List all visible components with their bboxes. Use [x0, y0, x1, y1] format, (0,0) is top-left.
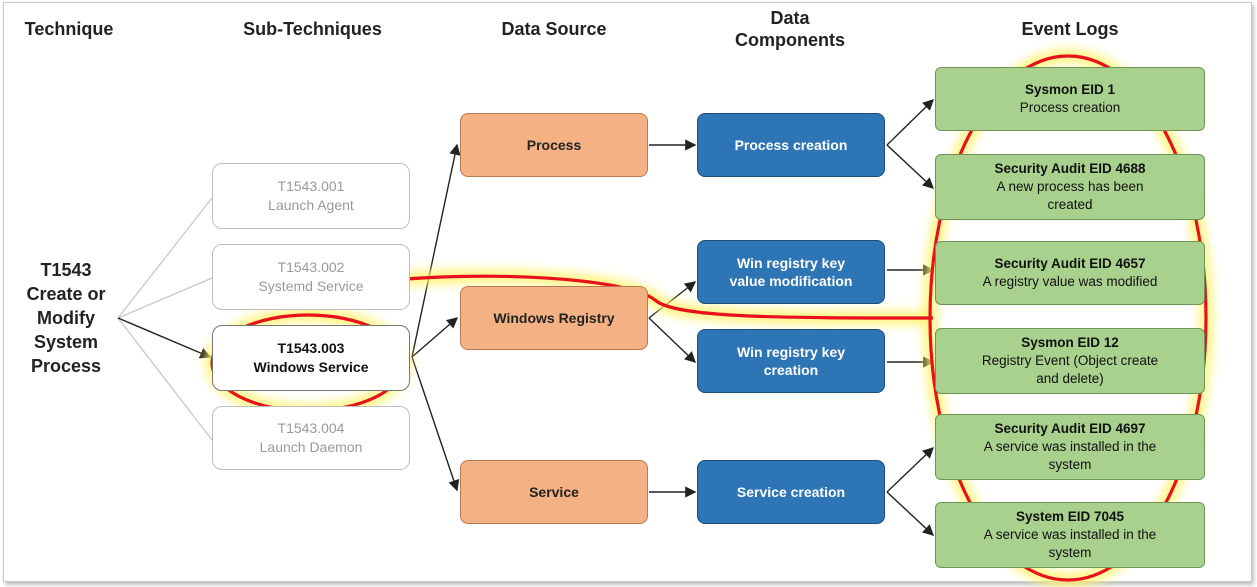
header-data-components: Data Components	[695, 7, 885, 51]
component-process-creation: Process creation	[697, 113, 885, 177]
event-log-title: System EID 7045	[1015, 509, 1125, 524]
component-registry-value-modification: Win registry key value modification	[697, 240, 885, 304]
component-registry-key-creation: Win registry key creation	[697, 329, 885, 393]
technique-label: T1543 Create or Modify System Process	[18, 258, 114, 378]
event-log-desc: A service was installed in the	[983, 439, 1157, 454]
technique-name-line2: Create or	[26, 284, 106, 304]
data-source-service: Service	[460, 460, 648, 524]
event-log-desc: A new process has been	[996, 179, 1144, 194]
event-log-security-4697: Security Audit EID 4697 A service was in…	[935, 414, 1205, 480]
event-log-desc2: system	[1048, 545, 1092, 560]
event-log-title: Security Audit EID 4688	[994, 161, 1146, 176]
source-connectors	[648, 139, 697, 498]
event-log-system-7045: System EID 7045 A service was installed …	[935, 502, 1205, 568]
component-line1: Win registry key	[736, 344, 846, 360]
sub-technique-name: Launch Agent	[268, 197, 354, 213]
sub-technique-id: T1543.003	[277, 340, 345, 356]
component-line2: creation	[763, 362, 819, 378]
event-log-title: Sysmon EID 12	[1021, 335, 1119, 350]
component-line1: Win registry key	[736, 255, 846, 271]
header-event-logs: Event Logs	[1021, 19, 1119, 39]
sub-technique-launch-agent: T1543.001 Launch Agent	[212, 163, 410, 229]
technique-connectors	[117, 197, 213, 441]
component-line1: Process creation	[734, 137, 848, 153]
sub-technique-launch-daemon: T1543.004 Launch Daemon	[212, 406, 410, 470]
sub-technique-name: Launch Daemon	[259, 439, 363, 455]
event-log-security-4688: Security Audit EID 4688 A new process ha…	[935, 154, 1205, 220]
header-data-components-line2: Components	[735, 30, 845, 50]
header-data-source: Data Source	[501, 19, 607, 39]
sub-technique-id: T1543.001	[277, 178, 345, 194]
component-line2: value modification	[729, 273, 853, 289]
sub-technique-id: T1543.004	[277, 420, 345, 436]
event-log-title: Sysmon EID 1	[1024, 82, 1116, 97]
event-log-security-4657: Security Audit EID 4657 A registry value…	[935, 241, 1205, 305]
technique-to-windows-service-line	[117, 317, 212, 359]
event-log-desc: Process creation	[1019, 100, 1121, 115]
sub-technique-name: Systemd Service	[258, 278, 364, 294]
event-log-title: Security Audit EID 4697	[994, 421, 1146, 436]
technique-name-line4: System	[33, 332, 99, 352]
event-log-title: Security Audit EID 4657	[994, 256, 1146, 271]
component-service-creation: Service creation	[697, 460, 885, 524]
sub-technique-name: Windows Service	[253, 359, 369, 375]
technique-id: T1543	[40, 260, 92, 280]
event-log-desc: A service was installed in the	[983, 527, 1157, 542]
component-line1: Service creation	[736, 484, 846, 500]
header-data-components-line1: Data	[770, 8, 810, 28]
sub-technique-systemd-service: T1543.002 Systemd Service	[212, 244, 410, 310]
sub-technique-id: T1543.002	[277, 259, 345, 275]
event-log-sysmon-1: Sysmon EID 1 Process creation	[935, 67, 1205, 131]
event-log-desc2: system	[1048, 457, 1092, 472]
data-source-windows-registry: Windows Registry	[460, 286, 648, 350]
sub-technique-windows-service: T1543.003 Windows Service	[212, 325, 410, 391]
event-log-desc2: and delete)	[1036, 371, 1104, 386]
event-log-desc: Registry Event (Object create	[981, 353, 1159, 368]
subtechnique-connectors	[411, 143, 461, 492]
event-log-desc2: created	[1047, 197, 1093, 212]
event-log-sysmon-12: Sysmon EID 12 Registry Event (Object cre…	[935, 328, 1205, 394]
data-source-process: Process	[460, 113, 648, 177]
technique-name-line5: Process	[30, 356, 102, 376]
header-sub-techniques: Sub-Techniques	[243, 19, 382, 39]
header-technique: Technique	[24, 19, 114, 39]
event-log-desc: A registry value was modified	[982, 274, 1158, 289]
technique-name-line3: Modify	[37, 308, 95, 328]
